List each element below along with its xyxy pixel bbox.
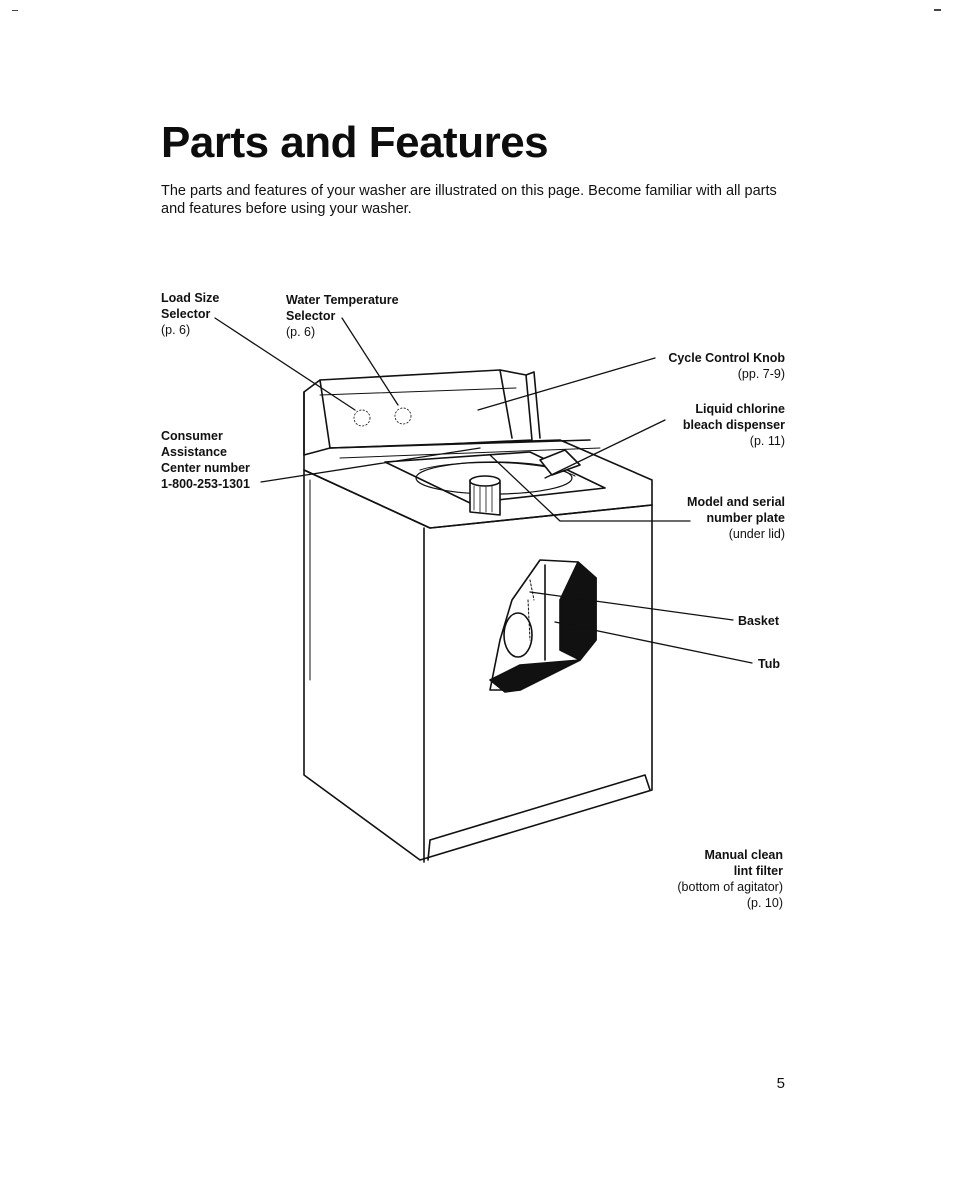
washer-cabinet — [303, 469, 653, 861]
phone-number: 1-800-253-1301 — [161, 477, 250, 491]
callout-name: Model and serial — [687, 495, 785, 509]
callout-name: Selector — [286, 309, 336, 323]
callout-page: (p. 11) — [749, 434, 785, 448]
leader-consumer — [260, 447, 481, 483]
callout-name: Tub — [758, 657, 780, 671]
page-title: Parts and Features — [161, 118, 549, 167]
leader-tub — [554, 621, 753, 664]
callout-name: Manual clean — [704, 848, 784, 862]
callout-line: Center number — [161, 461, 250, 475]
scan-speck — [12, 10, 18, 11]
leader-bleach — [544, 419, 666, 479]
callout-model-serial-plate: Model and serial number plate (under lid… — [600, 494, 785, 542]
callout-page: (p. 6) — [286, 325, 316, 339]
callout-name: Load Size — [161, 291, 220, 305]
leader-model-serial — [489, 454, 691, 522]
leader-load-size — [214, 317, 356, 411]
callout-water-temperature: Water Temperature Selector (p. 6) — [286, 292, 399, 340]
callout-name: Basket — [738, 614, 779, 628]
page-number: 5 — [776, 1075, 785, 1092]
callout-page: (p. 10) — [746, 896, 783, 910]
leader-cycle-control — [477, 357, 656, 411]
callout-name: bleach dispenser — [682, 418, 785, 432]
callout-bleach-dispenser: Liquid chlorine bleach dispenser (p. 11) — [600, 401, 785, 449]
callout-load-size: Load Size Selector (p. 6) — [161, 290, 219, 338]
callout-name: Selector — [161, 307, 211, 321]
callout-page: (pp. 7-9) — [737, 367, 785, 381]
callout-line: Assistance — [161, 445, 228, 459]
callout-detail: (bottom of agitator) — [677, 880, 783, 894]
callout-basket: Basket — [738, 613, 779, 629]
callout-name: number plate — [706, 511, 786, 525]
callout-line: Consumer — [161, 429, 223, 443]
callout-page: (p. 6) — [161, 323, 191, 337]
knob-icon — [394, 407, 412, 425]
scan-speck — [934, 9, 941, 11]
callout-name: Cycle Control Knob — [668, 351, 785, 365]
callout-name: lint filter — [733, 864, 783, 878]
leader-basket — [529, 591, 734, 621]
leader-water-temp — [341, 317, 399, 406]
callout-name: Liquid chlorine — [695, 402, 785, 416]
knob-icon — [353, 409, 371, 427]
callout-lint-filter: Manual clean lint filter (bottom of agit… — [600, 847, 783, 911]
intro-paragraph: The parts and features of your washer ar… — [161, 183, 777, 217]
callout-consumer-assistance: Consumer Assistance Center number 1-800-… — [161, 428, 250, 492]
bleach-dispenser — [539, 449, 581, 476]
callout-cycle-control-knob: Cycle Control Knob (pp. 7-9) — [600, 350, 785, 382]
callout-page: (under lid) — [728, 527, 785, 541]
callout-tub: Tub — [758, 656, 780, 672]
callout-name: Water Temperature — [286, 293, 399, 307]
